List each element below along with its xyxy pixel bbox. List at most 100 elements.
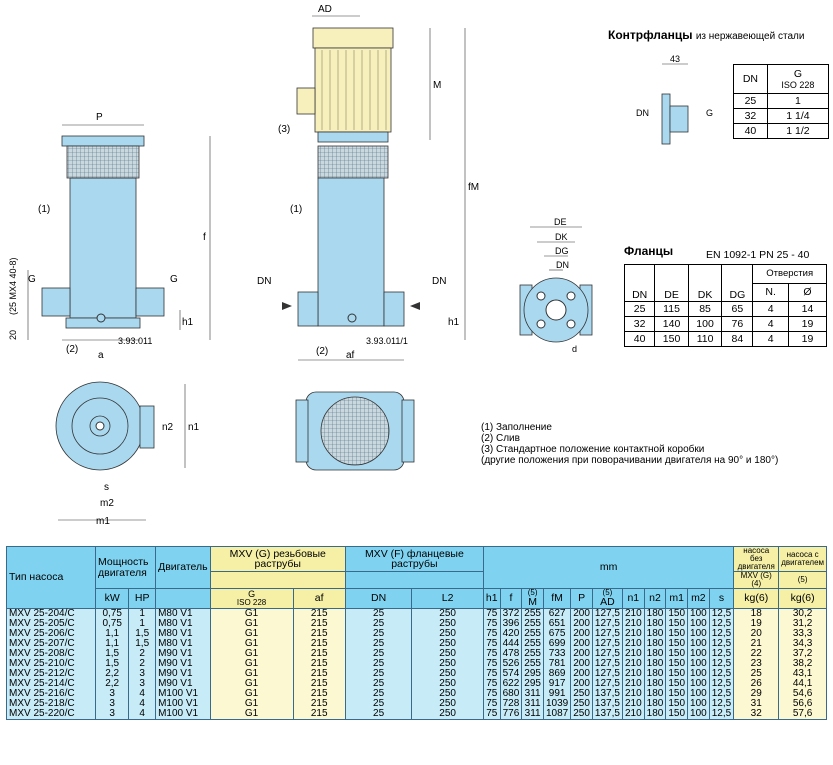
table-cell: 699 <box>542 638 572 649</box>
table-cell: 33,3 <box>778 628 827 639</box>
table-cell: 25 <box>344 658 413 669</box>
table-cell: G1 <box>209 668 294 679</box>
table-cell: 255 <box>521 608 544 619</box>
fl-cell: 140 <box>654 316 689 332</box>
dim-n2: n2 <box>162 422 174 433</box>
table-cell: G1 <box>209 698 294 709</box>
sub-s: s <box>708 588 735 609</box>
table-cell: 54,6 <box>778 688 827 699</box>
dim-s: s <box>104 482 109 493</box>
table-cell: 420 <box>499 628 523 639</box>
dim-m2: m2 <box>100 498 114 509</box>
table-cell: 2 <box>128 648 157 659</box>
table-cell: 12,5 <box>708 708 735 720</box>
table-cell: 180 <box>643 668 667 679</box>
callout-3: (3) <box>278 124 290 135</box>
table-cell: 150 <box>665 608 689 619</box>
table-cell: 127,5 <box>591 658 623 669</box>
table-cell: 75 <box>482 688 501 699</box>
dim-a: a <box>98 350 104 361</box>
fl-header-dk: DK <box>687 264 723 302</box>
sub-fm: fM <box>542 588 572 609</box>
table-cell: 150 <box>665 708 689 720</box>
table-cell: 2 <box>128 658 157 669</box>
mxvf-spacer <box>344 571 484 589</box>
flange-de-label: DE <box>554 217 567 227</box>
table-cell: 215 <box>292 638 346 649</box>
col-type: Тип насоса <box>6 546 96 609</box>
mxvg-spacer <box>209 571 346 589</box>
table-cell: 180 <box>643 688 667 699</box>
table-cell: 396 <box>499 618 523 629</box>
table-cell: 917 <box>542 678 572 689</box>
table-cell: 200 <box>570 648 593 659</box>
dim-fm: fM <box>468 182 479 193</box>
table-cell: 100 <box>687 698 710 709</box>
sub-af: af <box>292 588 346 609</box>
note-terminal-box: (3) Стандартное положение контактной кор… <box>481 444 705 455</box>
table-cell: 150 <box>665 658 689 669</box>
table-cell: 100 <box>687 618 710 629</box>
flanges-standard: EN 1092-1 PN 25 - 40 <box>706 249 810 261</box>
dim-f: f <box>203 232 206 243</box>
dim-af: af <box>346 350 355 361</box>
table-cell: 127,5 <box>591 648 623 659</box>
table-cell: 215 <box>292 608 346 619</box>
sub-kw: kW <box>94 588 130 609</box>
fl-cell: 40 <box>623 331 656 347</box>
table-cell: 255 <box>521 638 544 649</box>
flange-dk-label: DK <box>555 232 568 242</box>
counterflange-subtitle: из нержавеющей стали <box>695 31 805 42</box>
table-cell: 127,5 <box>591 628 623 639</box>
table-cell: 255 <box>521 648 544 659</box>
table-cell: M100 V1 <box>155 708 211 720</box>
table-cell: 210 <box>621 608 645 619</box>
table-cell: G1 <box>209 688 294 699</box>
table-cell: 180 <box>643 698 667 709</box>
table-cell: M80 V1 <box>155 608 211 619</box>
sub-m2: m2 <box>687 588 710 609</box>
table-cell: 75 <box>482 668 501 679</box>
table-cell: 150 <box>665 618 689 629</box>
table-cell: 75 <box>482 638 501 649</box>
sub-motor <box>155 588 211 609</box>
fl-header-n: N. <box>752 282 789 302</box>
table-cell: 3 <box>128 678 157 689</box>
table-cell: 180 <box>643 648 667 659</box>
table-cell: 0,75 <box>94 618 130 629</box>
mxvg-unit: MXV (G) (4) <box>733 571 780 589</box>
table-cell: 991 <box>542 688 572 699</box>
table-cell: 25 <box>733 668 780 679</box>
table-cell: 250 <box>570 698 593 709</box>
table-cell: 255 <box>521 628 544 639</box>
table-cell: 25 <box>344 708 413 720</box>
col-mm: mm <box>482 546 735 589</box>
drawing-code-left: 3.93.011 <box>118 336 152 346</box>
table-cell: 250 <box>570 708 593 720</box>
col-without-motor: насоса без двигателя <box>733 546 780 572</box>
dim-h1-left: h1 <box>182 317 194 328</box>
table-cell: 25 <box>344 648 413 659</box>
table-cell: 200 <box>570 618 593 629</box>
table-cell: 12,5 <box>708 618 735 629</box>
table-cell: 200 <box>570 638 593 649</box>
sub-n1: n1 <box>621 588 645 609</box>
col-power: Мощность двигателя <box>94 546 157 589</box>
dim-dn-right: DN <box>432 276 446 287</box>
dim-h1-right: h1 <box>448 317 460 328</box>
table-cell: 250 <box>411 628 484 639</box>
sub-n2: n2 <box>643 588 667 609</box>
table-cell: 100 <box>687 688 710 699</box>
col-mxvf: MXV (F) фланцевые раструбы <box>344 546 484 572</box>
sub-m-label: M <box>528 596 538 608</box>
table-cell: 34,3 <box>778 638 827 649</box>
fl-header-dn: DN <box>623 264 656 302</box>
table-cell: 4 <box>128 698 157 709</box>
table-cell: 200 <box>570 678 593 689</box>
pump-type-cell: MXV 25-205/C <box>6 618 96 629</box>
counterflange-heading: Контрфланцы из нержавеющей стали <box>608 28 804 42</box>
